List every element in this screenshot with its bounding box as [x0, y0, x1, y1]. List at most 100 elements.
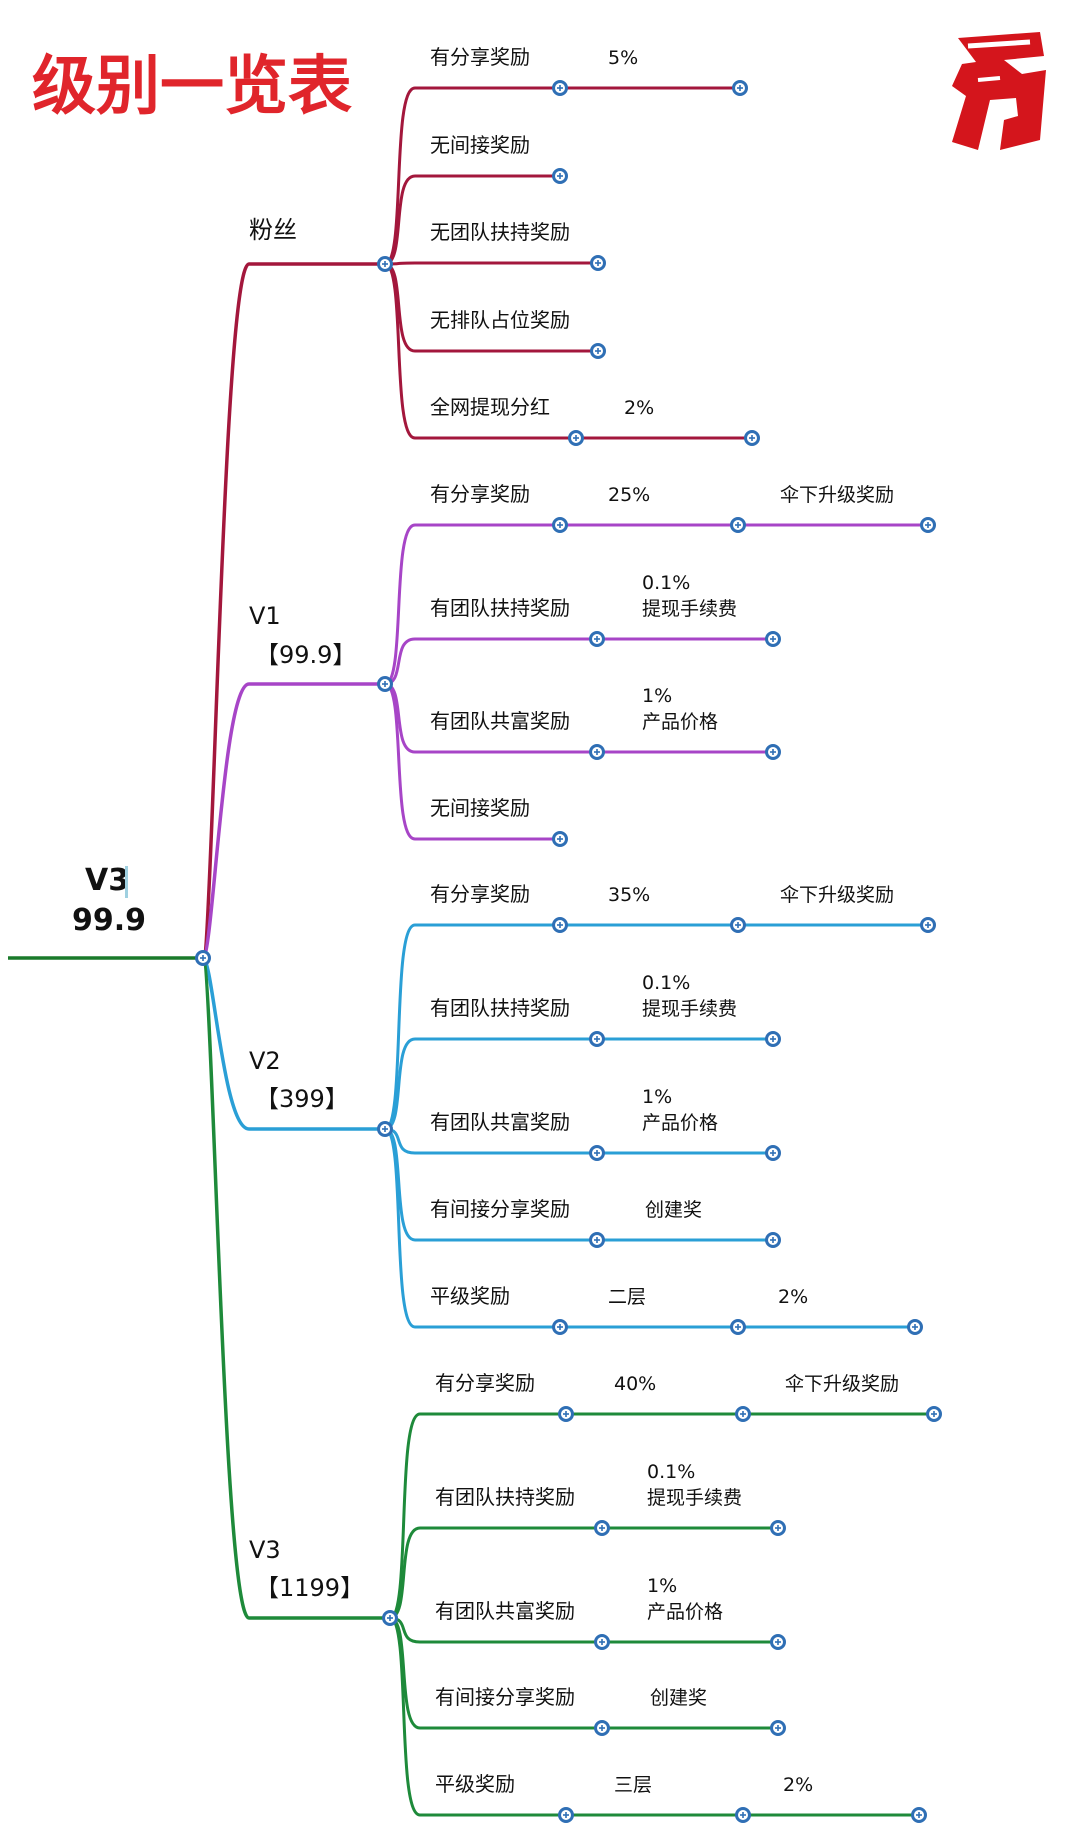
node-dot-v1-2-1[interactable]: [765, 744, 781, 760]
item-value: 40%: [614, 1373, 656, 1395]
level-branch-fans: [201, 262, 385, 960]
item-value: 创建奖: [650, 1687, 707, 1709]
item-label: 无排队占位奖励: [430, 308, 570, 332]
root-hub[interactable]: [195, 950, 211, 966]
level-label-fans: 粉丝: [249, 216, 297, 244]
item-extra: 2%: [783, 1774, 813, 1796]
node-dot-fans-1-0[interactable]: [552, 168, 568, 184]
item-branch-v2-1: [383, 1037, 417, 1131]
item-label: 有团队共富奖励: [430, 709, 570, 733]
item-label: 有团队扶持奖励: [430, 596, 570, 620]
node-dot-fans-0-1[interactable]: [732, 80, 748, 96]
node-dot-v2-0-2[interactable]: [920, 917, 936, 933]
root-value: 99.9: [72, 903, 146, 938]
item-label: 有团队共富奖励: [430, 1110, 570, 1134]
item-branch-v3-4: [388, 1616, 422, 1817]
level-hub-v1[interactable]: [377, 676, 393, 692]
node-dot-v3-0-2[interactable]: [926, 1406, 942, 1422]
node-dot-fans-0-0[interactable]: [552, 80, 568, 96]
node-dot-v2-2-0[interactable]: [589, 1145, 605, 1161]
brand-logo-icon: [940, 20, 1048, 162]
root-node-label: V3 99.9: [72, 863, 146, 938]
node-dot-v3-2-0[interactable]: [594, 1634, 610, 1650]
node-dot-v2-0-0[interactable]: [552, 917, 568, 933]
node-dot-v2-2-1[interactable]: [765, 1145, 781, 1161]
item-value: 创建奖: [645, 1199, 702, 1221]
node-dot-fans-3-0[interactable]: [590, 343, 606, 359]
level-hub-v3[interactable]: [382, 1610, 398, 1626]
node-dot-v1-3-0[interactable]: [552, 831, 568, 847]
node-dot-v2-3-1[interactable]: [765, 1232, 781, 1248]
item-value: 1%: [647, 1575, 677, 1597]
item-value: 0.1%: [642, 972, 690, 994]
item-branch-v1-1: [383, 637, 417, 686]
level-branch-v2: [201, 956, 385, 1131]
item-label: 有分享奖励: [430, 45, 530, 69]
node-dot-v2-4-1[interactable]: [730, 1319, 746, 1335]
item-label: 无间接奖励: [430, 796, 530, 820]
item-extra: 伞下升级奖励: [780, 884, 894, 906]
level-branch-v3: [201, 956, 390, 1620]
node-dot-v2-1-0[interactable]: [589, 1031, 605, 1047]
node-dot-v3-4-2[interactable]: [911, 1807, 927, 1823]
node-dot-v1-0-2[interactable]: [920, 517, 936, 533]
node-dot-v3-0-0[interactable]: [558, 1406, 574, 1422]
item-value: 5%: [608, 47, 638, 69]
item-label: 有团队共富奖励: [435, 1599, 575, 1623]
item-value-note: 产品价格: [647, 1601, 723, 1623]
item-branch-v1-2: [383, 682, 417, 754]
node-dot-v2-4-0[interactable]: [552, 1319, 568, 1335]
item-value-note: 产品价格: [642, 711, 718, 733]
node-dot-v1-0-1[interactable]: [730, 517, 746, 533]
node-dot-v3-4-1[interactable]: [735, 1807, 751, 1823]
item-value-note: 提现手续费: [642, 598, 737, 620]
item-label: 有分享奖励: [430, 882, 530, 906]
item-label: 平级奖励: [430, 1284, 510, 1308]
item-value-note: 提现手续费: [647, 1487, 742, 1509]
node-dot-v3-3-1[interactable]: [770, 1720, 786, 1736]
node-dot-v3-3-0[interactable]: [594, 1720, 610, 1736]
item-value: 1%: [642, 685, 672, 707]
node-dot-fans-2-0[interactable]: [590, 255, 606, 271]
node-dot-v1-1-0[interactable]: [589, 631, 605, 647]
item-value: 二层: [608, 1286, 646, 1308]
node-dot-v2-3-0[interactable]: [589, 1232, 605, 1248]
item-branch-v2-4: [383, 1127, 417, 1329]
item-label: 平级奖励: [435, 1772, 515, 1796]
node-dot-fans-4-1[interactable]: [744, 430, 760, 446]
node-dot-v3-0-1[interactable]: [735, 1406, 751, 1422]
node-dot-v3-1-0[interactable]: [594, 1520, 610, 1536]
item-branch-v1-0: [383, 523, 417, 686]
node-dot-v1-2-0[interactable]: [589, 744, 605, 760]
item-branch-v1-3: [383, 682, 417, 841]
node-dot-v2-1-1[interactable]: [765, 1031, 781, 1047]
item-value-note: 提现手续费: [642, 998, 737, 1020]
item-value: 0.1%: [647, 1461, 695, 1483]
item-label: 无团队扶持奖励: [430, 220, 570, 244]
item-extra: 2%: [778, 1286, 808, 1308]
item-branch-fans-0: [383, 86, 417, 266]
item-label: 无间接奖励: [430, 133, 530, 157]
node-dot-v1-1-1[interactable]: [765, 631, 781, 647]
level-hub-fans[interactable]: [377, 256, 393, 272]
node-dot-v3-1-1[interactable]: [770, 1520, 786, 1536]
level-label-v2: V2: [249, 1047, 281, 1075]
node-dot-v3-2-1[interactable]: [770, 1634, 786, 1650]
level-hub-v2[interactable]: [377, 1121, 393, 1137]
level-price-v1: 【99.9】: [255, 641, 356, 669]
item-branch-v3-0: [388, 1412, 422, 1620]
node-dot-v2-0-1[interactable]: [730, 917, 746, 933]
item-branch-v3-1: [388, 1526, 422, 1620]
item-value: 25%: [608, 484, 650, 506]
node-dot-v1-0-0[interactable]: [552, 517, 568, 533]
item-value: 1%: [642, 1086, 672, 1108]
node-dot-v2-4-2[interactable]: [907, 1319, 923, 1335]
item-value: 2%: [624, 397, 654, 419]
item-branch-v2-0: [383, 923, 417, 1131]
level-label-v3: V3: [249, 1536, 281, 1564]
node-dot-fans-4-0[interactable]: [568, 430, 584, 446]
item-label: 有分享奖励: [430, 482, 530, 506]
node-dot-v3-4-0[interactable]: [558, 1807, 574, 1823]
item-label: 有间接分享奖励: [430, 1197, 570, 1221]
